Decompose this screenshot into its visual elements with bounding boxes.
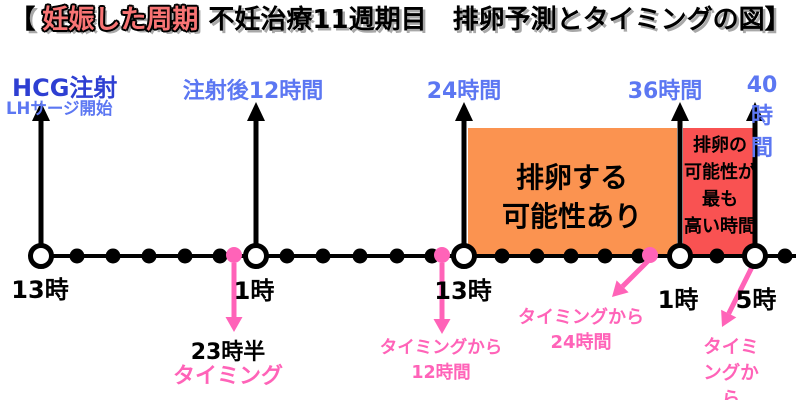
timeline-tick-dot bbox=[563, 248, 579, 264]
timeline-node bbox=[451, 243, 477, 269]
title-bracket-open: 【 bbox=[9, 5, 36, 35]
event-arrowhead bbox=[671, 102, 689, 121]
page-title: 【 妊娠した周期 不妊治療11週期目 排卵予測とタイミングの図 】 bbox=[0, 5, 800, 36]
timing-dot bbox=[434, 247, 450, 263]
timeline-tick-dot bbox=[389, 248, 405, 264]
event-arrowhead bbox=[247, 102, 265, 121]
event-arrowhead bbox=[455, 102, 473, 121]
timing-arrowhead bbox=[225, 317, 243, 332]
timing-plus-29-5h-label: タイミングから 29時間半 bbox=[703, 337, 759, 400]
hour-24-label: 24時間 bbox=[426, 79, 502, 104]
timeline-tick-dot bbox=[529, 248, 545, 264]
timeline-tick-dot bbox=[709, 248, 725, 264]
timeline-tick-dot bbox=[212, 248, 228, 264]
timeline-tick-dot bbox=[279, 248, 295, 264]
timing-arrowhead bbox=[433, 319, 451, 334]
lh-surge-label: LHサージ開始 bbox=[6, 99, 113, 118]
timing-2330-time: 23時半 bbox=[190, 340, 266, 365]
timeline-tick-dot bbox=[141, 248, 157, 264]
event-arrowhead bbox=[32, 102, 50, 121]
timing-arrowhead bbox=[721, 309, 737, 327]
timeline-node bbox=[28, 243, 54, 269]
ovulation-most-likely-text: 排卵の 可能性が 最も 高い時間 bbox=[684, 135, 756, 237]
timing-plus-12h-label: タイミングから 12時間 bbox=[379, 338, 503, 384]
timeline-tick-dot bbox=[777, 248, 793, 264]
timeline-tick-dot bbox=[352, 248, 368, 264]
ovulation-possible-box bbox=[468, 128, 677, 254]
timeline-node bbox=[742, 243, 768, 269]
timeline-tick-dot bbox=[69, 248, 85, 264]
ovulation-most-likely-box bbox=[683, 128, 757, 254]
ovulation-possible-text: 排卵する 可能性あり bbox=[501, 161, 643, 234]
event-arrowhead bbox=[746, 102, 764, 121]
time-label-1-day2: 1時 bbox=[657, 286, 699, 314]
time-label-1: 1時 bbox=[233, 277, 275, 305]
time-label-5: 5時 bbox=[735, 286, 777, 314]
timeline-tick-dot bbox=[105, 248, 121, 264]
timeline-tick-dot bbox=[315, 248, 331, 264]
hcg-injection-label: HCG注射 bbox=[12, 74, 118, 102]
time-label-13: 13時 bbox=[11, 276, 69, 304]
timing-2330-label: タイミング bbox=[172, 364, 284, 389]
timing-dot bbox=[642, 247, 658, 263]
time-label-13-day2: 13時 bbox=[434, 277, 492, 305]
timing-arrow bbox=[620, 259, 650, 289]
timeline-node bbox=[667, 243, 693, 269]
timing-arrowhead bbox=[612, 280, 629, 297]
title-rest: 不妊治療11週期目 排卵予測とタイミングの図 bbox=[208, 5, 765, 35]
hour-36-label: 36時間 bbox=[627, 79, 703, 104]
timeline-node bbox=[243, 243, 269, 269]
timeline-tick-dot bbox=[494, 248, 510, 264]
timeline-tick-dot bbox=[177, 248, 193, 264]
title-bracket-close: 】 bbox=[764, 5, 791, 35]
title-highlight: 妊娠した周期 bbox=[42, 5, 199, 35]
after-injection-12h-label: 注射後12時間 bbox=[182, 79, 324, 104]
timing-plus-24h-label: タイミングから 24時間 bbox=[518, 307, 644, 354]
timing-dot bbox=[226, 247, 242, 263]
timeline-tick-dot bbox=[597, 248, 613, 264]
hour-40-label: 40時間 bbox=[746, 73, 778, 161]
timing-arrow bbox=[726, 263, 756, 315]
